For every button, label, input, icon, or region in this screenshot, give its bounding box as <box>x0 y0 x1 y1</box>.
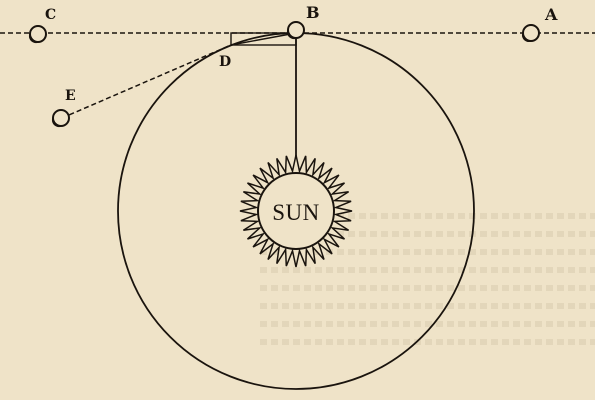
tangent-line-b-d <box>230 32 297 46</box>
label-a: A <box>544 5 558 24</box>
planet-c <box>28 25 47 44</box>
planet-a <box>521 24 540 43</box>
label-d: D <box>219 54 231 70</box>
label-c: C <box>45 7 56 23</box>
planet-b <box>286 21 305 40</box>
dashed-line-e-d <box>61 44 232 119</box>
label-b: B <box>306 3 320 22</box>
sun-label: SUN <box>272 200 320 225</box>
sun-disc <box>257 172 335 250</box>
planet-e <box>51 109 70 128</box>
label-e: E <box>65 88 76 104</box>
